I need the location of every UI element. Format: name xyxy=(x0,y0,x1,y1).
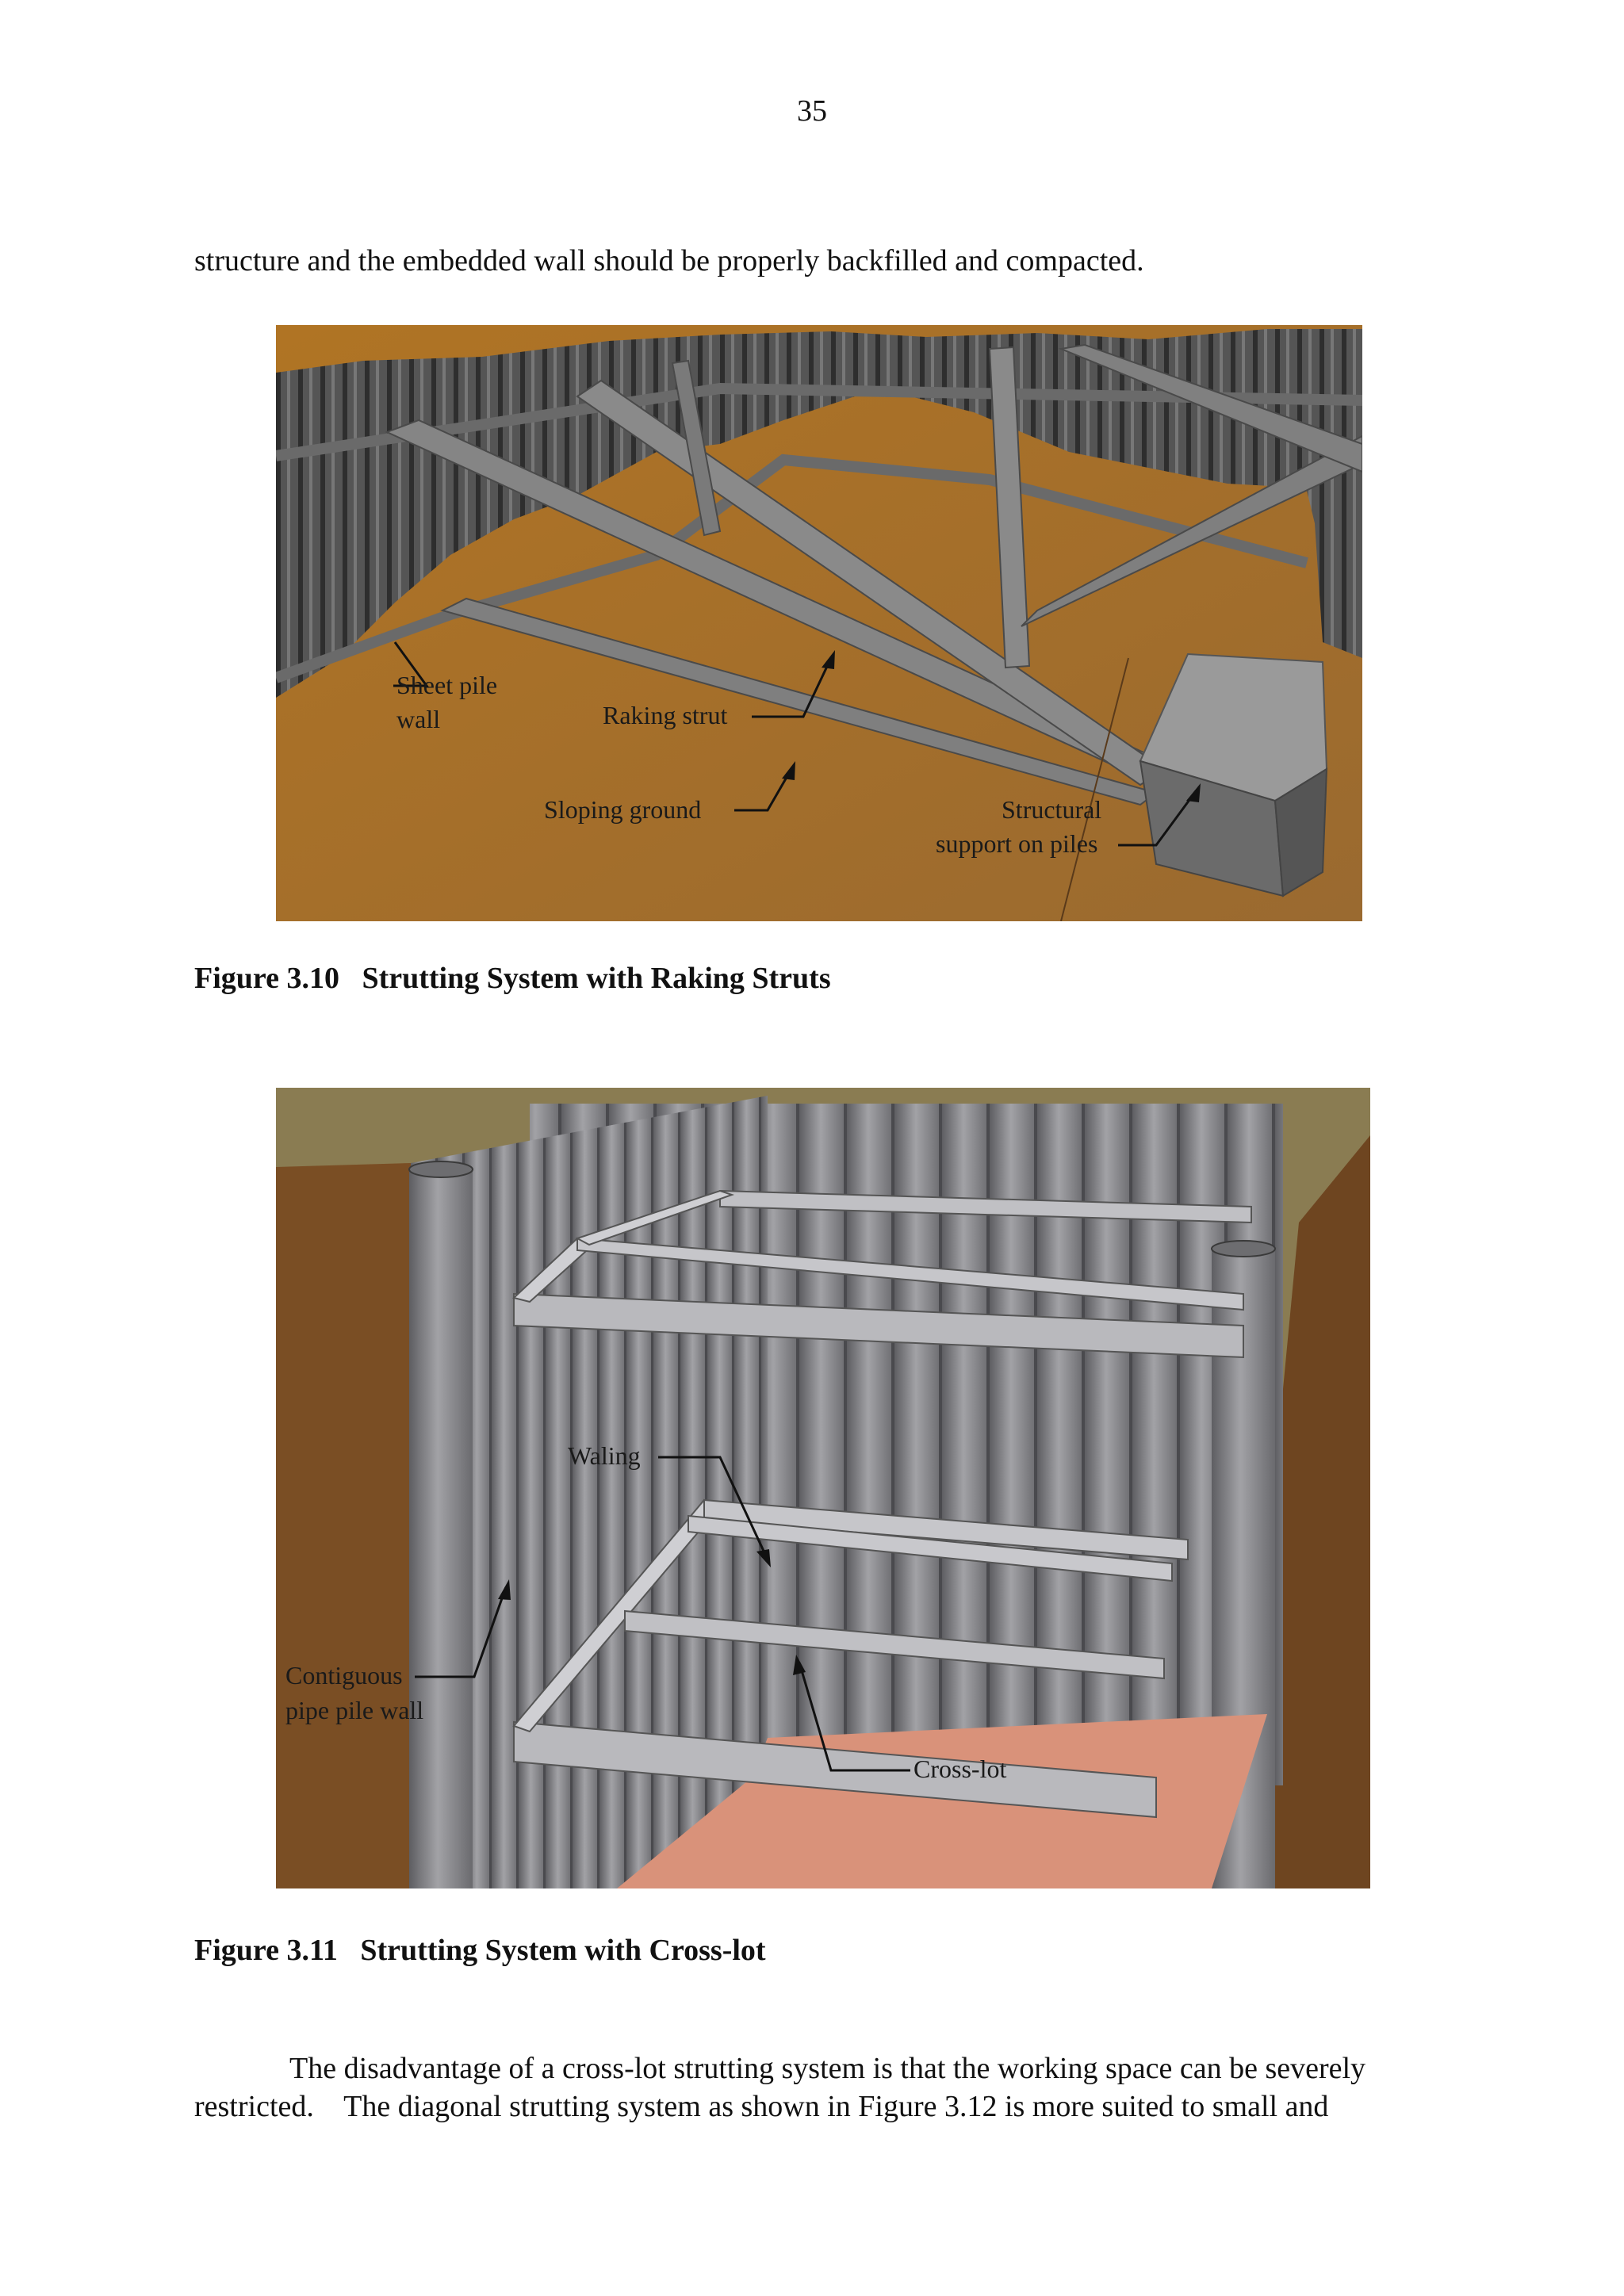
label-sloping-ground: Sloping ground xyxy=(544,795,701,824)
sheet-pile-wall-shape xyxy=(276,329,1362,698)
label-sheet-pile-wall-2: wall xyxy=(396,705,440,733)
page-number: 35 xyxy=(797,94,827,128)
label-sheet-pile-wall-1: Sheet pile xyxy=(396,671,497,699)
figure-3-10-image: Sheet pile wall Raking strut Sloping gro… xyxy=(276,325,1362,921)
figure-3-10-caption: Figure 3.10 Strutting System with Raking… xyxy=(194,962,831,995)
bottom-paragraph-line-1: The disadvantage of a cross-lot struttin… xyxy=(289,2052,1366,2085)
label-raking-strut: Raking strut xyxy=(603,701,727,729)
continuation-paragraph: structure and the embedded wall should b… xyxy=(194,244,1144,277)
label-cross-lot: Cross-lot xyxy=(914,1755,1006,1783)
figure-3-11-caption: Figure 3.11 Strutting System with Cross-… xyxy=(194,1934,766,1967)
figure-3-11-image: Waling Contiguous pipe pile wall Cross-l… xyxy=(276,1088,1370,1888)
label-contiguous-1: Contiguous xyxy=(285,1661,403,1689)
bottom-paragraph-line-2: restricted. The diagonal strutting syste… xyxy=(194,2090,1329,2123)
label-waling: Waling xyxy=(568,1441,641,1470)
label-structural-2: support on piles xyxy=(936,829,1097,858)
label-contiguous-2: pipe pile wall xyxy=(285,1696,423,1724)
label-structural-1: Structural xyxy=(1002,795,1101,824)
